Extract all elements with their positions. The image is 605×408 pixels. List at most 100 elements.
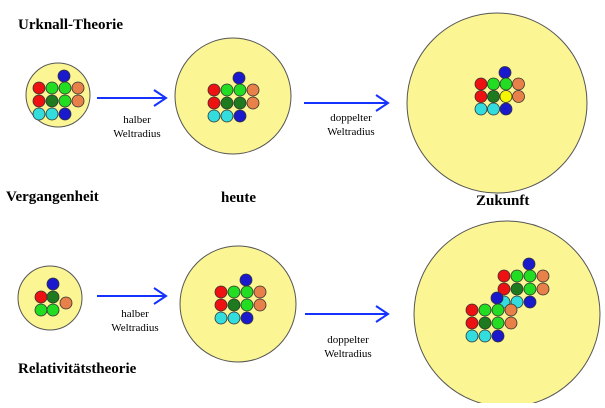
galaxy-green xyxy=(510,269,524,283)
arrow-half-bottom xyxy=(97,287,168,305)
galaxy-green xyxy=(487,77,500,91)
galaxy-green xyxy=(240,298,254,312)
caption-line-2: Weltradius xyxy=(324,348,372,360)
galaxy-red xyxy=(32,94,46,108)
caption-line-1: halber xyxy=(121,308,149,320)
galaxy-green xyxy=(478,303,492,317)
universe-future-top xyxy=(406,12,588,194)
galaxy-blue xyxy=(46,277,60,291)
galaxy-yellow xyxy=(499,90,513,103)
galaxy-green xyxy=(58,94,72,108)
galaxy-orange xyxy=(504,316,518,330)
galaxy-orange xyxy=(246,83,260,97)
caption-line-1: halber xyxy=(123,114,151,126)
arrow-double-top xyxy=(304,94,390,112)
galaxy-red xyxy=(32,81,46,95)
galaxy-blue xyxy=(522,257,536,271)
galaxy-darkgreen xyxy=(227,298,241,312)
galaxy-orange xyxy=(536,269,550,283)
galaxy-cyan xyxy=(487,102,500,116)
galaxy-red xyxy=(214,298,228,312)
label-today: heute xyxy=(221,190,256,206)
caption-line-2: Weltradius xyxy=(113,128,161,140)
caption-line-2: Weltradius xyxy=(327,126,375,138)
galaxy-green xyxy=(523,269,537,283)
galaxy-darkgreen xyxy=(220,96,234,110)
galaxy-red xyxy=(474,90,488,103)
galaxy-darkgreen xyxy=(45,94,59,108)
galaxy-orange xyxy=(512,77,525,91)
galaxy-orange xyxy=(512,90,525,103)
galaxy-red xyxy=(465,303,479,317)
label-relativity-theory: Relativitätstheorie xyxy=(18,361,137,377)
caption-double-radius-top: doppelter Weltradius xyxy=(306,111,396,139)
galaxy-orange xyxy=(71,81,85,95)
galaxy-red xyxy=(497,282,511,296)
galaxy-orange xyxy=(59,296,73,310)
galaxy-blue xyxy=(499,102,513,116)
galaxy-darkgreen xyxy=(233,96,247,110)
galaxy-darkgreen xyxy=(510,282,524,296)
galaxy-blue xyxy=(490,291,504,305)
galaxy-green xyxy=(227,285,241,299)
galaxy-green xyxy=(491,303,505,317)
caption-line-2: Weltradius xyxy=(111,322,159,334)
galaxy-blue xyxy=(498,66,512,79)
galaxy-blue xyxy=(58,107,72,121)
galaxy-darkgreen xyxy=(487,90,500,103)
galaxy-red xyxy=(207,83,221,97)
galaxy-blue xyxy=(523,295,537,309)
galaxy-cyan xyxy=(220,109,234,123)
galaxy-orange xyxy=(71,94,85,108)
galaxy-red xyxy=(34,290,48,304)
galaxy-orange xyxy=(536,282,550,296)
caption-half-radius-bottom: halber Weltradius xyxy=(95,307,175,335)
galaxy-blue xyxy=(57,69,71,83)
label-future: Zukunft xyxy=(476,193,530,209)
caption-line-1: doppelter xyxy=(327,334,369,346)
caption-half-radius-top: halber Weltradius xyxy=(97,113,177,141)
galaxy-cyan xyxy=(478,329,492,343)
galaxy-cyan xyxy=(227,311,241,325)
galaxy-cyan xyxy=(465,329,479,343)
galaxy-green xyxy=(240,285,254,299)
galaxy-green xyxy=(523,282,537,296)
galaxy-orange xyxy=(253,298,267,312)
galaxy-blue xyxy=(491,329,505,343)
universe-today-top xyxy=(174,37,292,155)
galaxy-green xyxy=(220,83,234,97)
galaxy-cyan xyxy=(45,107,59,121)
arrow-half-top xyxy=(97,89,168,107)
galaxy-green xyxy=(233,83,247,97)
galaxy-cyan xyxy=(32,107,46,121)
galaxy-red xyxy=(465,316,479,330)
galaxy-orange xyxy=(253,285,267,299)
galaxy-cyan xyxy=(474,102,488,116)
caption-double-radius-bottom: doppelter Weltradius xyxy=(303,333,393,361)
caption-line-1: doppelter xyxy=(330,112,372,124)
galaxy-orange xyxy=(246,96,260,110)
galaxy-blue xyxy=(239,273,253,287)
galaxy-darkgreen xyxy=(478,316,492,330)
galaxy-green xyxy=(46,303,60,317)
label-past: Vergangenheit xyxy=(6,189,99,205)
galaxy-blue xyxy=(232,71,246,85)
galaxy-blue xyxy=(240,311,254,325)
galaxy-orange xyxy=(504,303,518,317)
label-big-bang-theory: Urknall-Theorie xyxy=(18,17,123,33)
galaxy-cyan xyxy=(207,109,221,123)
galaxy-green xyxy=(34,303,48,317)
galaxy-red xyxy=(214,285,228,299)
galaxy-green xyxy=(45,81,59,95)
galaxy-green xyxy=(58,81,72,95)
galaxy-red xyxy=(497,269,511,283)
galaxy-red xyxy=(474,77,488,91)
galaxy-red xyxy=(207,96,221,110)
galaxy-green xyxy=(491,316,505,330)
galaxy-darkgreen xyxy=(46,290,60,304)
galaxy-green xyxy=(499,77,513,91)
galaxy-cyan xyxy=(214,311,228,325)
galaxy-blue xyxy=(233,109,247,123)
